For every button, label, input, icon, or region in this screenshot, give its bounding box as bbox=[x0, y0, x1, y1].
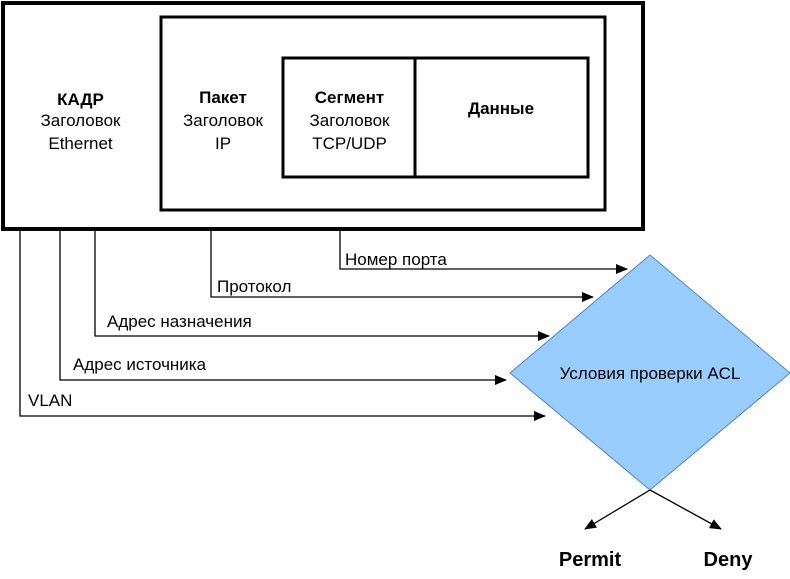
connector-destination bbox=[94, 229, 550, 341]
field-label-destination: Адрес назначения bbox=[107, 312, 252, 331]
acl-decision-label: Условия проверки ACL bbox=[559, 364, 741, 383]
frame-title: КАДР bbox=[57, 90, 104, 109]
packet-header-line2: IP bbox=[214, 134, 232, 153]
segment-box bbox=[281, 56, 590, 179]
data-label: Данные bbox=[467, 99, 535, 118]
connector-permit bbox=[584, 489, 651, 530]
field-label-vlan: VLAN bbox=[28, 391, 73, 410]
permit-label: Permit bbox=[558, 549, 622, 571]
field-label-port: Номер порта bbox=[345, 250, 447, 269]
connector-protocol bbox=[210, 229, 594, 302]
segment-header-line1: Заголовок bbox=[309, 111, 390, 130]
segment-header-line2: TCP/UDP bbox=[312, 134, 387, 153]
connector-deny bbox=[649, 489, 722, 530]
packet-header-line1: Заголовок bbox=[183, 111, 263, 130]
frame-header-line2: Ethernet bbox=[48, 134, 113, 153]
connector-vlan bbox=[19, 229, 546, 421]
field-label-protocol: Протокол bbox=[217, 277, 292, 296]
connector-port bbox=[339, 229, 628, 274]
segment-title: Сегмент bbox=[314, 88, 385, 107]
connector-source bbox=[59, 229, 507, 385]
frame-header-line1: Заголовок bbox=[40, 111, 121, 130]
field-label-source: Адрес источника bbox=[73, 355, 207, 374]
packet-box bbox=[159, 15, 607, 212]
packet-title: Пакет bbox=[199, 88, 247, 107]
deny-label: Deny bbox=[703, 549, 753, 571]
frame-box bbox=[1, 1, 645, 231]
